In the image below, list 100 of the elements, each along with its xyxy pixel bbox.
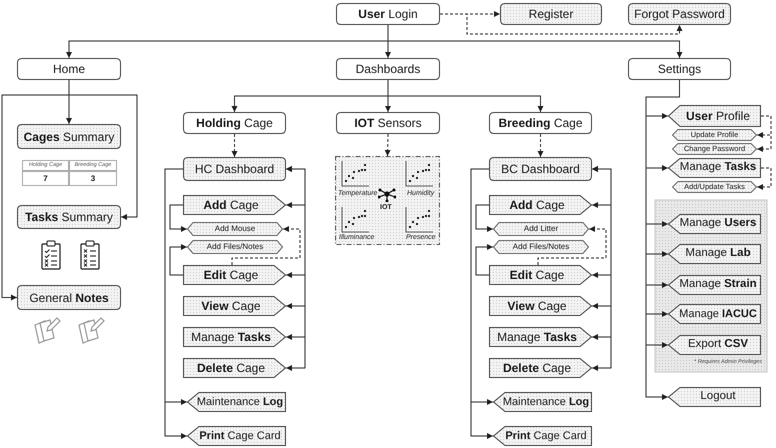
node-label: Print Cage Card [199, 430, 281, 442]
menu-tag [668, 244, 761, 264]
node-label: Manage IACUC [679, 308, 757, 320]
sub-action-tag [493, 240, 589, 254]
sub-action-tag [187, 222, 283, 236]
process-box [336, 58, 440, 80]
table-cell: 3 [69, 171, 117, 186]
node-label: Manage Tasks [497, 331, 577, 343]
arrow [476, 204, 494, 232]
node-label: Print Cage Card [505, 430, 587, 442]
menu-tag [668, 158, 761, 178]
arrow [170, 204, 188, 232]
table-cell: 7 [22, 171, 69, 186]
action-tag [183, 358, 286, 378]
arrow [232, 134, 238, 158]
arrow [384, 134, 391, 156]
arrow [538, 226, 606, 266]
node-label: IOT Sensors [354, 117, 422, 129]
menu-tag [493, 426, 592, 446]
node-label: Add Cage [203, 199, 259, 211]
process-box [500, 3, 602, 25]
process-box [489, 157, 592, 181]
node-label: Manage Tasks [191, 331, 271, 343]
process-box [489, 112, 592, 134]
process-box [336, 3, 440, 25]
action-tag [183, 265, 286, 285]
node-label: Manage Tasks [680, 162, 756, 174]
node-label: BC Dashboard [501, 163, 580, 175]
menu-tag [668, 304, 761, 324]
arrow [2, 80, 70, 300]
action-tag [489, 296, 592, 316]
menu-tag [668, 275, 761, 295]
node-label: Cages Summary [24, 130, 114, 142]
node-label: Delete Cage [502, 362, 572, 374]
action-tag [183, 327, 286, 347]
node-label: Maintenance Log [196, 396, 284, 408]
arrow [170, 244, 188, 276]
menu-tag [668, 105, 761, 127]
action-tag [183, 195, 286, 215]
node-label: Delete Cage [196, 362, 266, 374]
node-label: User Profile [686, 110, 750, 122]
arrow [756, 116, 772, 152]
menu-tag [493, 392, 592, 412]
sub-action-tag [672, 181, 757, 193]
process-box [336, 112, 440, 134]
node-label: View Cage [201, 300, 261, 312]
process-box [628, 3, 731, 25]
node-label: Tasks Summary [25, 211, 113, 223]
process-box [17, 58, 121, 80]
action-tag [489, 358, 592, 378]
node-label: Edit Cage [204, 269, 258, 281]
node-label: Maintenance Log [502, 396, 590, 408]
menu-tag [668, 214, 761, 234]
arrow [538, 134, 544, 158]
node-label: Add Litter [524, 225, 558, 233]
sub-action-tag [672, 129, 757, 141]
node-label: General Notes [29, 292, 109, 304]
node-label: Manage Strain [679, 279, 757, 291]
node-label: Breeding Cage [498, 117, 583, 129]
process-box [17, 205, 121, 229]
node-label: Settings [658, 63, 702, 75]
node-label: Holding Cage [196, 117, 273, 129]
node-label: Logout [700, 391, 736, 403]
arrow [388, 80, 544, 112]
admin-panel [655, 200, 767, 372]
sub-action-tag [672, 143, 757, 155]
arrow [232, 226, 300, 266]
menu-tag [668, 335, 761, 355]
action-tag [489, 327, 592, 347]
node-label: Add Files/Notes [512, 243, 570, 251]
node-label: HC Dashboard [194, 163, 274, 175]
node-label: Dashboards [356, 63, 420, 75]
arrow [592, 166, 612, 371]
node-label: Add Files/Notes [206, 243, 264, 251]
node-label: Export CSV [688, 339, 748, 351]
node-label: Manage Users [680, 218, 756, 230]
arrow [476, 244, 494, 276]
arrow [388, 24, 682, 58]
node-label: Forgot Password [634, 8, 725, 20]
process-box [628, 58, 731, 80]
process-box [17, 285, 121, 310]
action-tag [183, 296, 286, 316]
node-label: Register [528, 8, 574, 20]
node-label: Manage Lab [685, 248, 751, 260]
node-label: User Login [358, 8, 418, 20]
arrow [286, 166, 306, 371]
menu-tag [668, 387, 761, 407]
node-label: Add Mouse [214, 225, 256, 233]
process-box [17, 124, 121, 149]
action-tag [489, 195, 592, 215]
node-label: Home [52, 63, 85, 75]
node-label: View Cage [507, 300, 567, 312]
node-label: Edit Cage [510, 269, 564, 281]
arrow [440, 14, 682, 34]
action-tag [489, 265, 592, 285]
process-box [183, 112, 286, 134]
menu-tag [187, 392, 286, 412]
sensor-panel [335, 156, 440, 245]
process-box [183, 157, 286, 181]
arrow [756, 168, 772, 190]
